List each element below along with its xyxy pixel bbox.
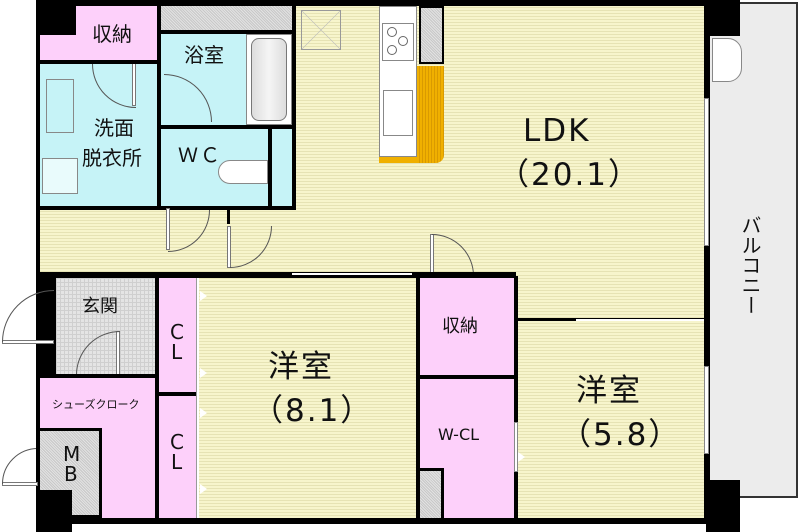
closet-wall-left bbox=[155, 276, 159, 520]
shoe-closet-wall bbox=[36, 374, 156, 378]
wcl-door-marker bbox=[518, 452, 525, 462]
counter-bar bbox=[417, 66, 444, 163]
closet-1-label-1: C bbox=[170, 320, 184, 344]
closet-1 bbox=[159, 278, 196, 392]
wall-h-bath bbox=[157, 30, 294, 34]
toilet-icon bbox=[218, 160, 268, 184]
closet-2-label-1: C bbox=[170, 430, 184, 454]
washbasin-icon bbox=[46, 79, 74, 133]
wcl-shaft bbox=[420, 468, 444, 518]
western-room-2-label: 洋室 bbox=[576, 373, 642, 409]
closet-doors-track[interactable] bbox=[196, 278, 199, 518]
closet-divider bbox=[155, 392, 199, 396]
balcony-label: バルコニー bbox=[738, 215, 762, 320]
hall-door[interactable] bbox=[227, 226, 231, 268]
storage-mid-bottom bbox=[416, 375, 516, 379]
window-room2-pane[interactable] bbox=[704, 366, 709, 454]
counter-bar-bottom bbox=[379, 157, 419, 163]
wall-wc-right bbox=[268, 129, 272, 206]
refrigerator-space bbox=[301, 10, 341, 50]
entrance-wall-left-b bbox=[50, 342, 56, 382]
closet-2 bbox=[159, 396, 196, 518]
entrance-label: 玄関 bbox=[82, 296, 118, 317]
wall-right bbox=[704, 6, 708, 524]
aircon-outdoor-unit bbox=[712, 38, 742, 82]
western-room-1-label: 洋室 bbox=[268, 349, 334, 385]
window-ldk-pane[interactable] bbox=[704, 98, 709, 246]
closet-door-marker-3b bbox=[200, 408, 207, 418]
burner-1 bbox=[387, 27, 397, 37]
wall-v-bath-right bbox=[292, 6, 296, 210]
western-room-2-size: （5.8） bbox=[560, 417, 682, 453]
wall-h-storage bbox=[40, 60, 161, 64]
wall-h-bath-bottom bbox=[157, 125, 294, 129]
room2-sliding-door[interactable] bbox=[576, 319, 704, 321]
western-room-1-size: （8.1） bbox=[252, 393, 374, 429]
storage-mid-label: 収納 bbox=[442, 316, 478, 337]
balcony-label-text: バルコニー bbox=[738, 215, 762, 315]
wall-left-lower bbox=[36, 374, 40, 454]
ldk-size: （20.1） bbox=[498, 157, 642, 193]
mb-label-1: M bbox=[63, 442, 81, 466]
walk-in-closet-label: W-CL bbox=[438, 425, 480, 444]
wcl-door-track[interactable] bbox=[514, 422, 518, 472]
bathtub-inner bbox=[251, 38, 287, 121]
ldk-label: LDK bbox=[523, 113, 591, 149]
balcony bbox=[710, 2, 798, 498]
wall-v1 bbox=[157, 6, 161, 208]
burner-2 bbox=[398, 36, 408, 46]
wcl-wall-left bbox=[416, 276, 420, 520]
wall-h-lower bbox=[40, 272, 516, 276]
kitchen-shaft bbox=[419, 6, 444, 64]
closet-door-marker-4b bbox=[200, 484, 207, 494]
shoe-closet-label: シューズクローク bbox=[52, 398, 140, 411]
storage-mid bbox=[420, 278, 514, 375]
balcony-wall-top-cap bbox=[706, 0, 740, 36]
storage-top-label: 収納 bbox=[92, 22, 132, 46]
balcony-wall-bottom bbox=[706, 480, 740, 532]
western-room-1 bbox=[199, 278, 416, 518]
closet-1-label-2: L bbox=[171, 340, 183, 364]
hall-wall-stub bbox=[227, 208, 230, 224]
closet-door-marker-2b bbox=[200, 368, 207, 378]
washroom-label-2: 脱衣所 bbox=[82, 146, 142, 170]
burner-3 bbox=[387, 45, 397, 55]
wc-side-shaft bbox=[272, 129, 294, 206]
wcl-wall-right bbox=[514, 276, 518, 520]
bath-label: 浴室 bbox=[184, 43, 224, 67]
closet-door-marker-1b bbox=[200, 291, 207, 301]
mb-corner bbox=[36, 490, 72, 532]
room1-sliding-door[interactable] bbox=[292, 273, 412, 275]
washing-machine-icon bbox=[42, 158, 78, 194]
sink-icon bbox=[383, 90, 413, 136]
wc-label: ＷＣ bbox=[178, 143, 222, 167]
mb-label-2: B bbox=[64, 462, 78, 486]
wall-bottom bbox=[100, 518, 712, 524]
western-room-2-floor bbox=[516, 274, 706, 518]
pipe-shaft-top bbox=[161, 6, 294, 31]
closet-2-label-2: L bbox=[171, 450, 183, 474]
storage-top-notch bbox=[40, 6, 76, 35]
entrance bbox=[56, 278, 155, 375]
washroom-label-1: 洗面 bbox=[94, 116, 134, 140]
